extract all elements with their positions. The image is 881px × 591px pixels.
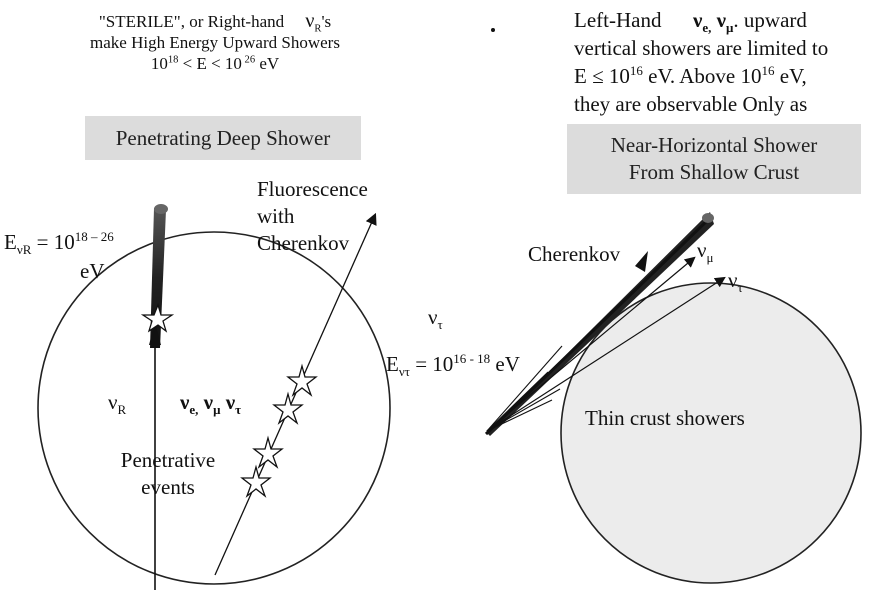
subscript: ντ [398,364,410,380]
exponent: 16 [761,63,775,78]
left-header-line2: make High Energy Upward Showers [90,33,340,52]
fluorescence-label: Fluorescence with Cherenkov [257,176,368,257]
nu-subscript: e, [189,402,199,418]
right-header-line3: E ≤ 1016 eV. Above 1016 eV, [574,62,828,90]
right-header: Left-Hand νe, νμ. upward vertical shower… [574,6,828,118]
right-banner-line1: Near-Horizontal Shower [610,133,818,157]
left-energy-unit: eV [80,259,105,283]
nu-subscript: μ [706,250,714,266]
right-header-line4: they are observable Only as [574,92,808,116]
star-icon [272,391,304,425]
left-header-sterile-text: "STERILE", or Right-hand [98,12,285,31]
nu-symbol: ν [198,390,214,414]
left-header-suffix: 's [321,12,332,31]
star-icon [286,363,318,397]
right-numu-track [486,256,696,432]
left-header-line1: "STERILE", or Right-hand νR's [40,10,390,35]
nu-subscript: μ [726,20,734,36]
nu-subscript: μ [213,402,221,418]
exponent: 18 – 26 [74,229,114,244]
nu-symbol: ν [220,390,236,414]
right-header-line1: Left-Hand νe, νμ. upward [574,6,828,34]
right-shower-line-a [484,214,714,436]
nu-symbol: ν [697,238,707,262]
nu-subscript: R [314,23,322,35]
text: Cherenkov [257,231,350,255]
left-header: "STERILE", or Right-hand νR's make High … [40,11,390,74]
exponent: 18 [167,54,179,66]
nu-mu-label: νμ [697,238,714,266]
nu-symbol: ν [692,8,703,32]
right-banner-line2: From Shallow Crust [628,160,800,184]
text: events [141,475,195,499]
text: eV [490,352,520,376]
nu-flavors-label: νe, νμ ντ [180,390,242,418]
text: eV, [774,64,807,88]
nu-symbol: ν [711,8,727,32]
right-energy-label: Eντ = 1016 - 18 eV [386,351,520,380]
left-banner: Penetrating Deep Shower [85,116,361,160]
nu-symbol: ν [305,10,315,32]
text: = 10 [409,352,454,376]
right-shower-tip [702,213,714,223]
nu-tau-arrow-label: ντ [728,268,743,296]
right-earth-circle [560,282,862,584]
text: E [4,230,17,254]
text: Fluorescence [257,177,368,201]
left-shower-tip [154,204,168,214]
left-upward-arrowhead [149,322,161,345]
exponent: 16 - 18 [453,351,491,366]
text: 10 [150,54,168,73]
text: E ≤ 10 [574,64,630,88]
text: = 10 [31,230,75,254]
left-vertical-shower [150,208,166,348]
penetrative-events-label: Penetrative events [98,447,238,501]
dot-mark [491,28,495,32]
right-nutau-track [486,276,726,432]
left-banner-text: Penetrating Deep Shower [115,126,331,150]
nu-symbol: ν [428,305,438,329]
nu-r-label: νR [108,390,127,418]
right-shower-arrowhead [635,251,648,272]
left-inclined-track [214,212,377,576]
star-icon [240,464,272,498]
nu-subscript: e, [702,20,712,36]
star-icon [252,435,284,469]
text: < E < 10 [178,54,242,73]
text: . upward [733,8,807,32]
right-fan-line-2 [486,371,549,432]
right-fan-line-1 [486,345,563,432]
nu-tau-label: ντ [428,305,443,333]
left-earth-circle [37,231,391,585]
text: eV [255,54,280,73]
left-header-line3: 1018 < E < 10 26 eV [40,53,390,74]
right-fan-line-4 [486,388,561,432]
subscript: νR [16,242,32,258]
left-energy-label: EνR = 1018 – 26 [4,229,114,258]
text: eV. Above 10 [642,64,762,88]
text: with [257,204,295,228]
right-banner: Near-Horizontal Shower From Shallow Crus… [567,124,861,194]
left-star-icon [140,303,175,333]
nu-subscript: τ [737,280,743,296]
nu-subscript: τ [437,317,443,333]
nu-symbol: ν [180,390,190,414]
right-header-line2: vertical showers are limited to [574,36,829,60]
nu-subscript: τ [235,402,242,418]
text: Penetrative [120,448,216,472]
exponent: 16 [629,63,643,78]
text: E [386,352,399,376]
nu-symbol: ν [108,390,118,414]
thin-crust-label: Thin crust showers [585,406,745,430]
nu-symbol: ν [728,268,738,292]
text: Left-Hand [574,8,662,32]
exponent: 26 [241,54,256,66]
cherenkov-label: Cherenkov [528,242,621,266]
right-fan-line-3 [486,399,553,432]
nu-subscript: R [117,402,127,418]
